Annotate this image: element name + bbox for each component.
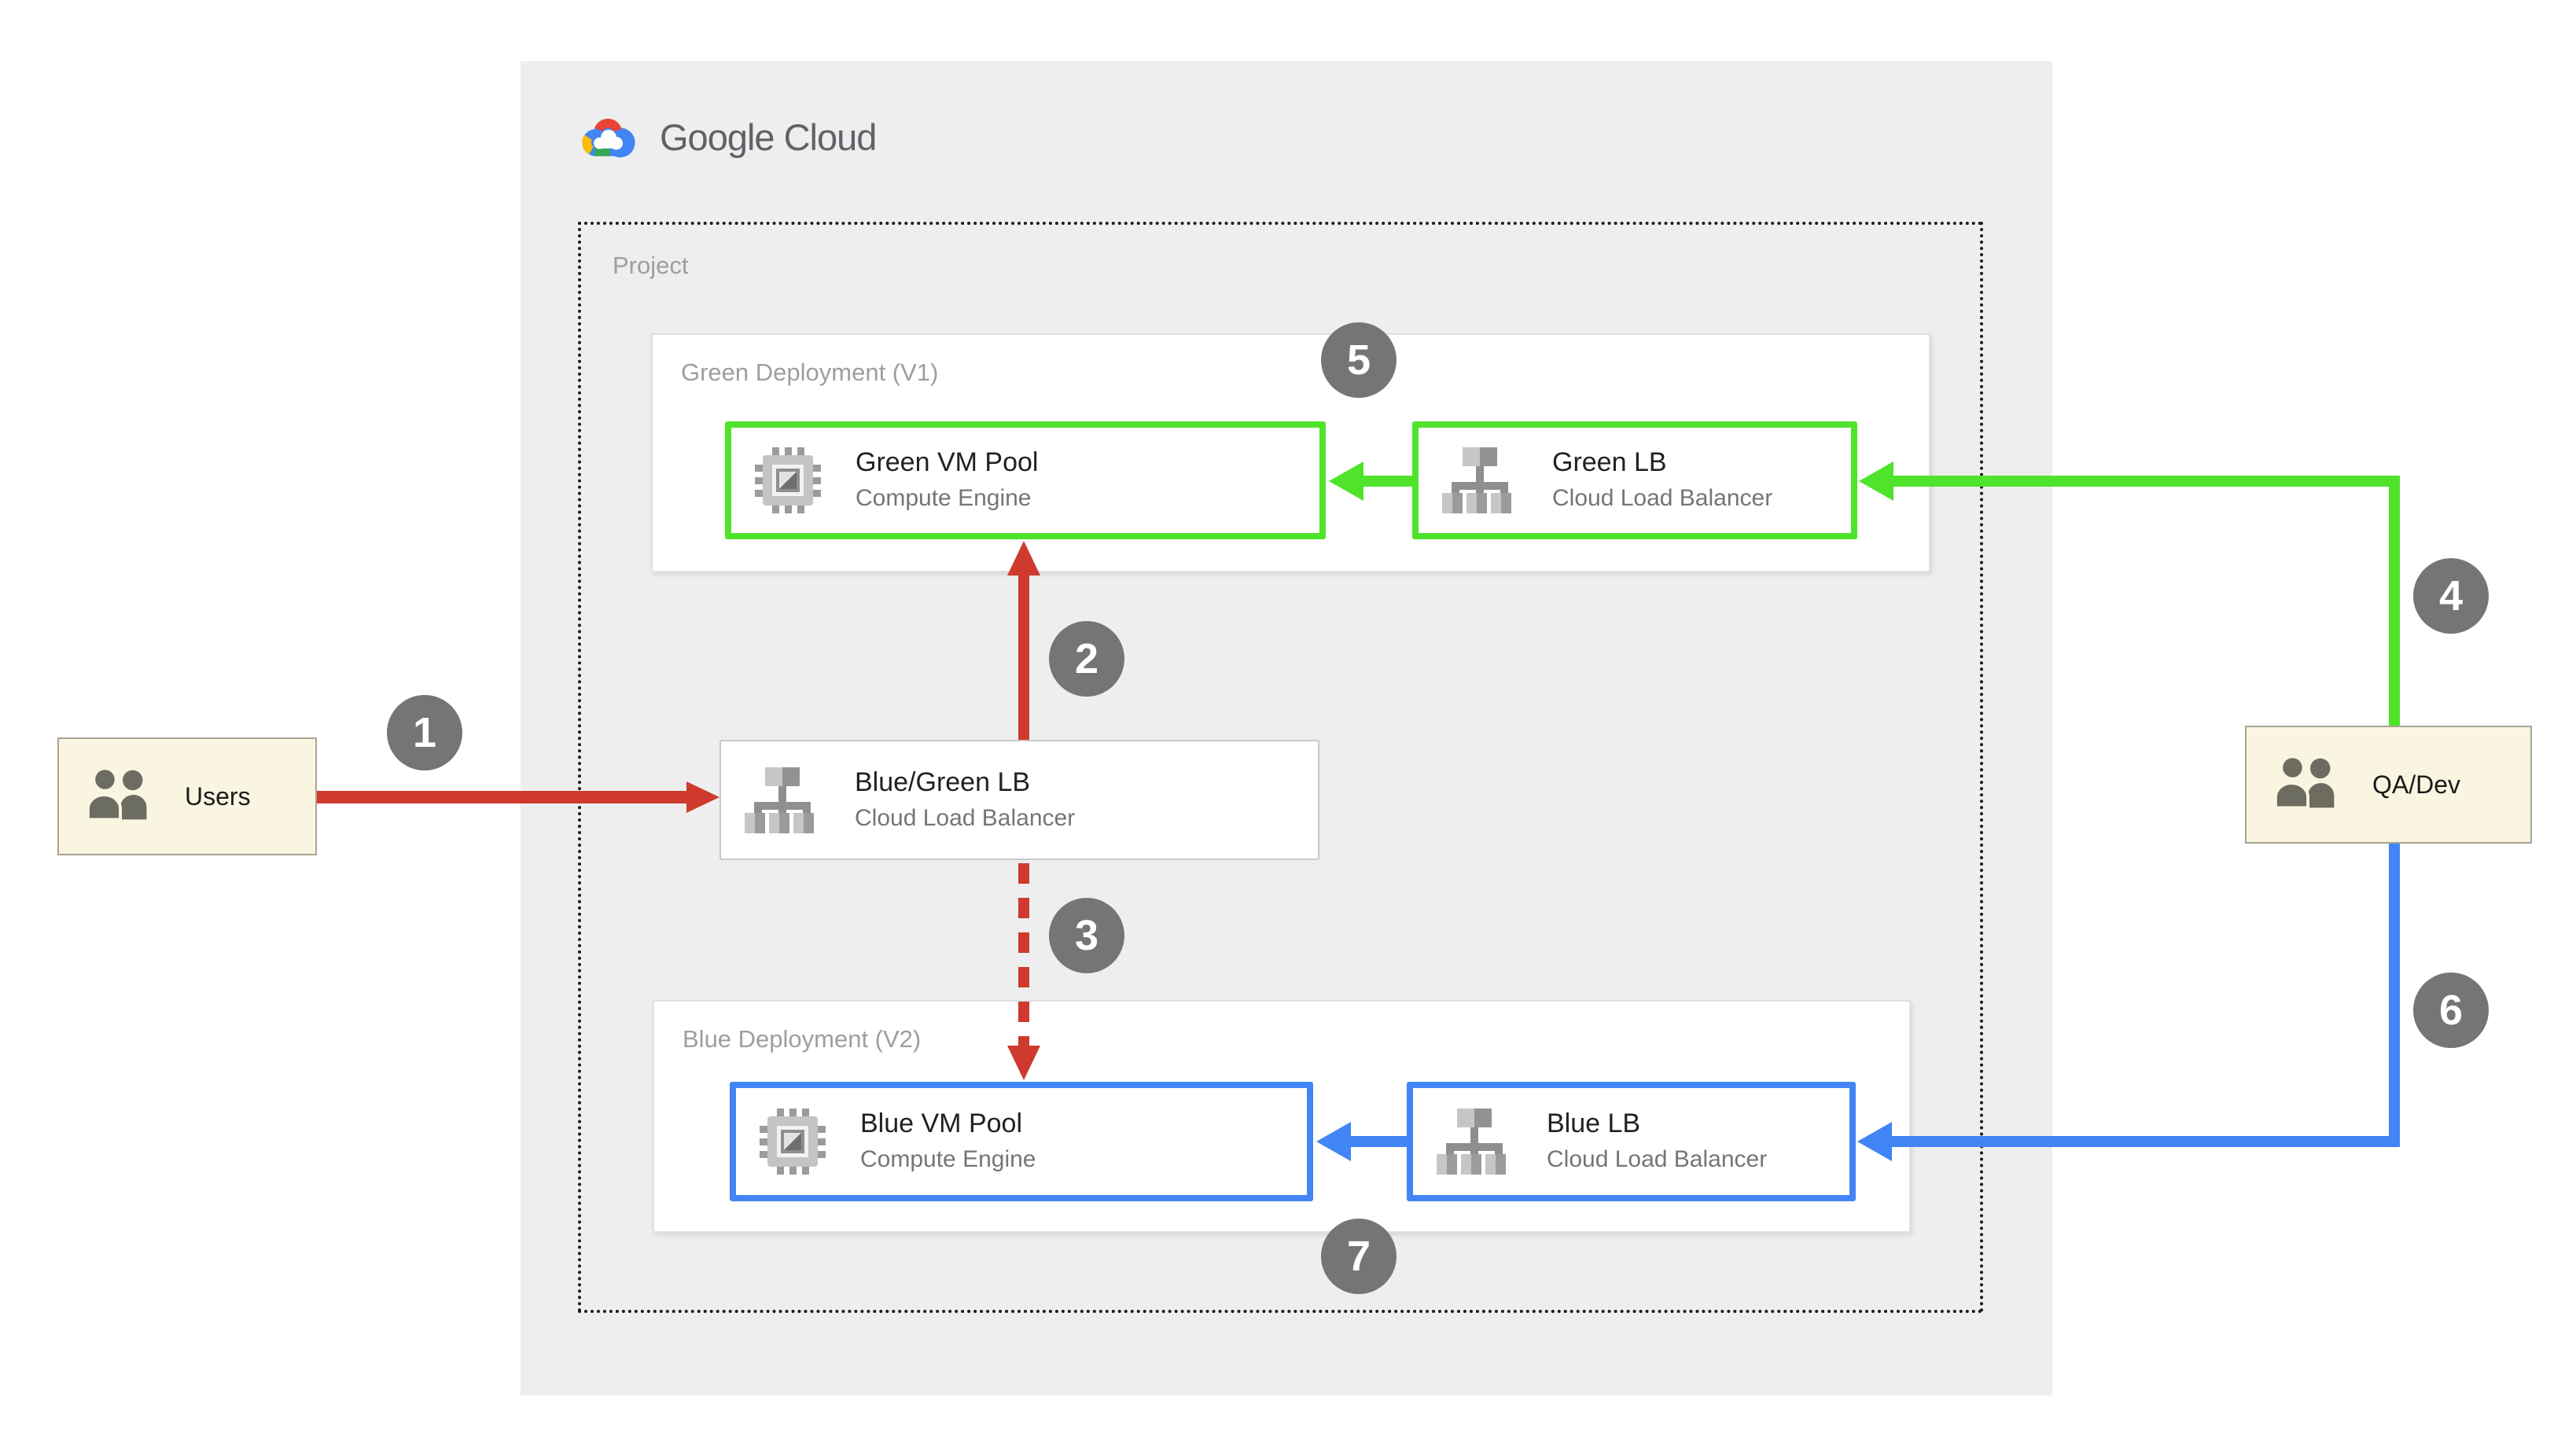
project-label: Project: [613, 252, 689, 279]
node-title: Blue/Green LB: [855, 767, 1031, 797]
arrow-blue-lb-to-vm-head: [1316, 1122, 1351, 1161]
arrow-1-users-to-bluegreen-lb: [317, 791, 686, 803]
green-deployment-label: Green Deployment (V1): [681, 358, 939, 386]
line-6-to-blue-lb-horizontal: [1890, 1136, 2400, 1147]
node-title: Blue LB: [1547, 1109, 1641, 1138]
green-lb-node: Green LB Cloud Load Balancer: [1412, 421, 1857, 539]
blue-deployment-label: Blue Deployment (V2): [683, 1025, 922, 1053]
arrow-green-lb-to-vm: [1363, 476, 1412, 487]
step-badge-3: 3: [1049, 898, 1124, 973]
node-title: Blue VM Pool: [860, 1109, 1022, 1138]
green-vm-pool-node: Green VM Pool Compute Engine: [725, 421, 1326, 539]
line-4-to-green-lb-horizontal: [1887, 476, 2400, 487]
step-badge-1: 1: [387, 695, 462, 770]
project-boundary: Project: [578, 222, 1983, 1313]
line-6-qadev-down-vertical: [2389, 844, 2400, 1147]
arrow-3-lb-to-blue-vm-dashed: [1018, 863, 1029, 1046]
arrow-blue-lb-to-vm: [1351, 1136, 1407, 1147]
arrow-1-head-right: [686, 781, 719, 813]
users-icon: [2273, 756, 2335, 810]
node-title: Green LB: [1552, 447, 1667, 477]
step-badge-7: 7: [1321, 1219, 1397, 1294]
node-title: Green VM Pool: [856, 447, 1039, 477]
node-subtitle: Cloud Load Balancer: [855, 804, 1076, 831]
node-subtitle: Compute Engine: [856, 485, 1032, 511]
arrow-2-head-up: [1007, 541, 1040, 575]
arrow-green-lb-to-vm-head: [1329, 461, 1363, 501]
compute-engine-icon: [755, 447, 821, 513]
step-badge-6: 6: [2413, 973, 2489, 1048]
blue-vm-pool-node: Blue VM Pool Compute Engine: [730, 1082, 1313, 1201]
bluegreen-lb-node: Blue/Green LB Cloud Load Balancer: [719, 740, 1319, 860]
line-4-qadev-up-vertical: [2389, 476, 2400, 726]
load-balancer-icon: [745, 767, 814, 833]
google-cloud-icon: [582, 119, 635, 158]
node-subtitle: Cloud Load Balancer: [1552, 485, 1773, 511]
users-card: Users: [57, 737, 317, 855]
blue-lb-node: Blue LB Cloud Load Balancer: [1407, 1082, 1856, 1201]
arrow-4-head-left: [1859, 461, 1893, 501]
google-cloud-wordmark: Google Cloud: [660, 116, 877, 158]
step-badge-2: 2: [1049, 621, 1124, 697]
users-icon: [86, 768, 147, 822]
node-subtitle: Cloud Load Balancer: [1547, 1146, 1768, 1172]
qa-dev-card: QA/Dev: [2245, 726, 2532, 844]
compute-engine-icon: [760, 1109, 826, 1175]
step-badge-5: 5: [1321, 322, 1397, 398]
load-balancer-icon: [1442, 447, 1511, 513]
arrow-6-head-left: [1857, 1122, 1892, 1161]
arrow-3-head-down: [1007, 1046, 1040, 1080]
arrow-2-lb-to-green-vm: [1018, 572, 1029, 740]
google-cloud-logo: Google Cloud: [576, 105, 877, 168]
step-badge-4: 4: [2413, 558, 2489, 634]
qa-dev-label: QA/Dev: [2372, 770, 2461, 799]
load-balancer-icon: [1437, 1109, 1506, 1175]
users-label: Users: [185, 781, 251, 811]
node-subtitle: Compute Engine: [860, 1146, 1036, 1172]
